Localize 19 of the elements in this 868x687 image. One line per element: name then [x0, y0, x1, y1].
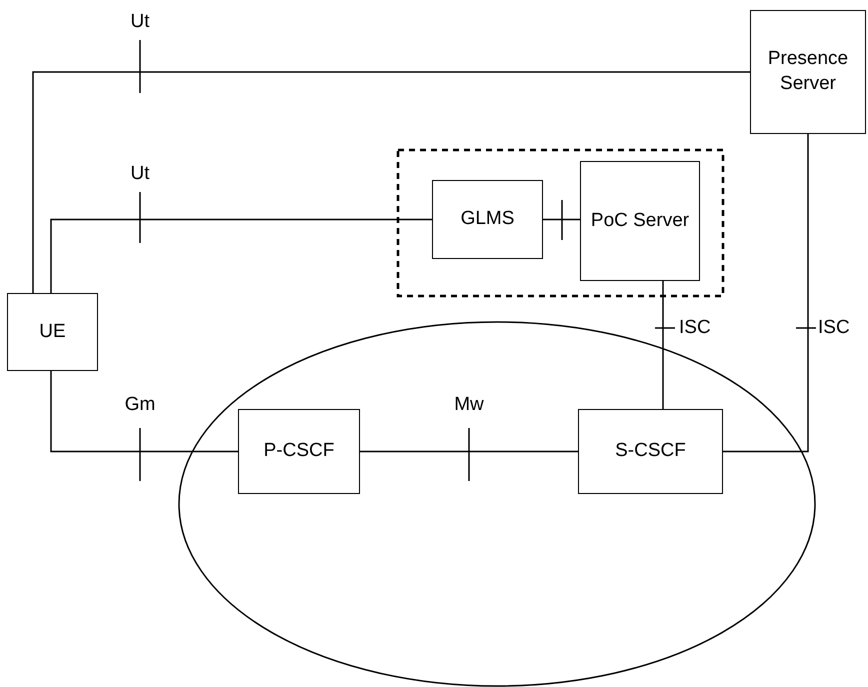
component-box [238, 409, 360, 494]
connector-line [32, 71, 750, 293]
component-box [578, 409, 723, 494]
connector-line [723, 134, 809, 452]
node-label: Presence Server [766, 47, 850, 96]
connector-line [50, 371, 238, 452]
node-label: UE [39, 320, 66, 344]
component-box [580, 161, 700, 281]
component-box [432, 180, 543, 259]
node-label: PoC Server [590, 208, 690, 233]
node-label: GLMS [460, 207, 514, 232]
component-box [750, 10, 866, 134]
connector-line [50, 218, 432, 293]
connector-line [543, 218, 580, 220]
connector-line [360, 450, 578, 452]
node-label: P-CSCF [264, 439, 334, 464]
connector-line [662, 281, 664, 409]
component-box [7, 293, 98, 371]
node-label: S-CSCF [615, 439, 686, 464]
